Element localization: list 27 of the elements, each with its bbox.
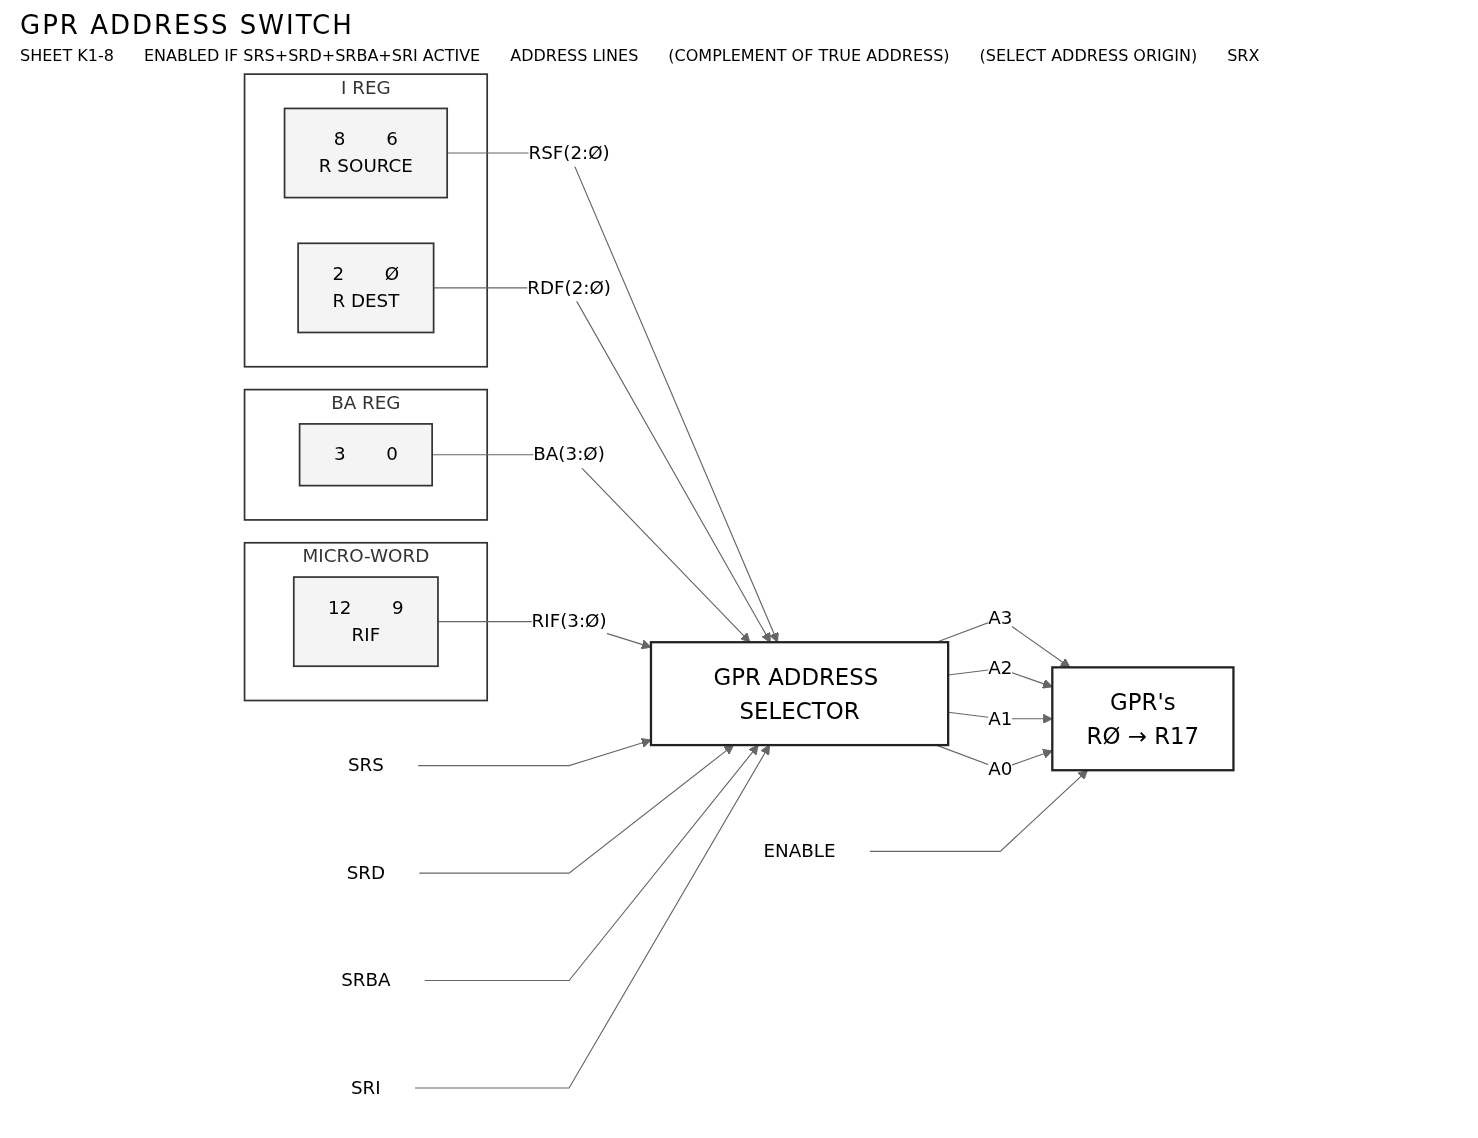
node-box: 2 Ø R DEST xyxy=(297,242,435,334)
node-box: 8 6 R SOURCE xyxy=(283,107,449,199)
node-text: SRBA xyxy=(341,969,391,991)
note-text: (COMPLEMENT OF TRUE ADDRESS) xyxy=(668,46,950,65)
edge-label: RIF(3:Ø) xyxy=(531,610,607,632)
note-text: SRX xyxy=(1227,46,1260,65)
edge-label: RSF(2:Ø) xyxy=(528,141,610,164)
node-text: SRI xyxy=(351,1076,381,1099)
diagram-title: GPR ADDRESS SWITCH xyxy=(20,10,354,40)
node-box: GPR's RØ → R17 xyxy=(1051,666,1235,772)
note-text: ADDRESS LINES xyxy=(510,46,639,65)
node-text: ENABLE xyxy=(763,839,836,862)
node-text: SRD xyxy=(346,861,386,884)
edge-label: RDF(2:Ø) xyxy=(527,276,611,299)
note-text: ENABLED IF SRS+SRD+SRBA+SRI ACTIVE xyxy=(143,46,481,65)
node-box: 3 0 xyxy=(298,423,433,487)
node-text: SRS xyxy=(347,754,384,776)
edge-label: BA(3:Ø) xyxy=(533,443,605,466)
note-text: (SELECT ADDRESS ORIGIN) xyxy=(979,46,1198,65)
note-text: SHEET K1-8 xyxy=(20,46,114,65)
node-box: 12 9 RIF xyxy=(292,576,439,668)
edge-label: A3 xyxy=(988,606,1013,629)
edge-label: A2 xyxy=(988,657,1013,679)
edge-label: A0 xyxy=(988,757,1013,780)
node-box: GPR ADDRESS SELECTOR xyxy=(649,641,950,747)
arrow xyxy=(433,287,771,643)
edge-label: A1 xyxy=(988,707,1013,730)
